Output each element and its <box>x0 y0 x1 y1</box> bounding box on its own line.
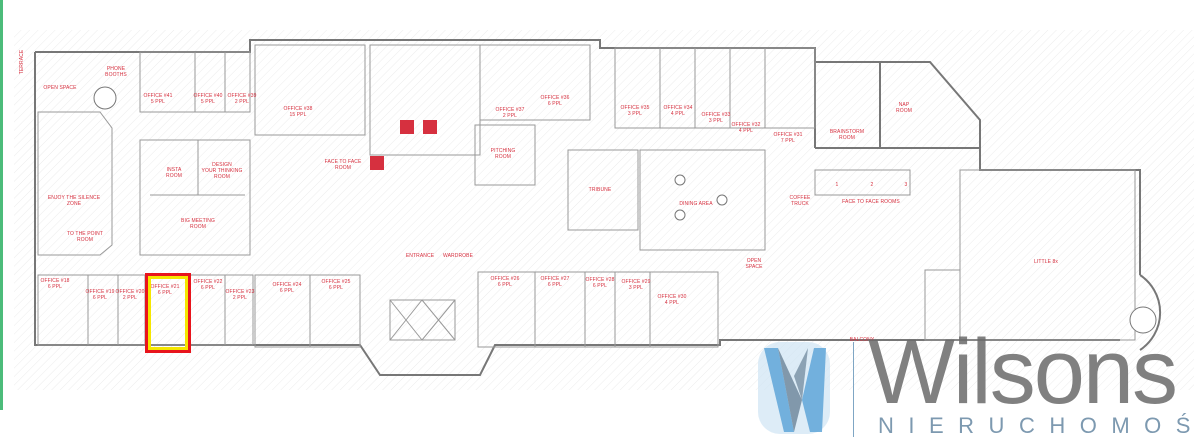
label-face-to-face-rooms: FACE TO FACE ROOMS <box>842 199 900 205</box>
page-border <box>0 0 3 410</box>
label-pitching-room: PITCHING ROOM <box>490 148 516 160</box>
label-open-space: OPEN SPACE <box>43 85 77 91</box>
label-office-41: OFFICE #41 5 PPL <box>143 93 173 105</box>
label-big-meeting: BIG MEETING ROOM <box>181 218 215 230</box>
label-office-22: OFFICE #22 6 PPL <box>193 279 223 291</box>
label-balcony: BALCONY <box>849 337 875 343</box>
label-office-39: OFFICE #39 2 PPL <box>227 93 257 105</box>
label-office-28: OFFICE #28 6 PPL <box>585 277 615 289</box>
label-insta-room: INSTA ROOM <box>166 167 182 179</box>
label-little: LITTLE 8x <box>1034 259 1058 265</box>
highlighted-office <box>145 273 191 353</box>
label-office-35: OFFICE #35 3 PPL <box>620 105 650 117</box>
label-office-24: OFFICE #24 6 PPL <box>272 282 302 294</box>
label-office-31: OFFICE #31 7 PPL <box>773 132 803 144</box>
label-office-21: OFFICE #21 6 PPL <box>150 284 180 296</box>
watermark-brand: Wilsons <box>868 321 1178 423</box>
label-f2f-1: 1 <box>835 182 839 188</box>
label-brainstorm: BRAINSTORM ROOM <box>829 129 865 141</box>
label-office-37: OFFICE #37 2 PPL <box>495 107 525 119</box>
label-office-40: OFFICE #40 5 PPL <box>193 93 223 105</box>
label-office-18: OFFICE #18 6 PPL <box>40 278 70 290</box>
label-office-20: OFFICE #20 2 PPL <box>115 289 145 301</box>
label-office-30: OFFICE #30 4 PPL <box>657 294 687 306</box>
label-tribune: TRIBUNE <box>588 187 612 193</box>
label-open-space-right: OPEN SPACE <box>745 258 763 270</box>
label-office-38: OFFICE #38 15 PPL <box>283 106 313 118</box>
label-office-32: OFFICE #32 4 PPL <box>731 122 761 134</box>
label-nap-room: NAP ROOM <box>896 102 912 114</box>
label-entrance: ENTRANCE <box>405 253 435 259</box>
label-to-the-point: TO THE POINT ROOM <box>66 231 104 243</box>
label-office-19: OFFICE #19 6 PPL <box>85 289 115 301</box>
label-f2f-3: 3 <box>904 182 908 188</box>
logo-divider <box>853 342 854 437</box>
label-design-room: DESIGN YOUR THINKING ROOM <box>201 162 243 180</box>
label-dining-area: DINING AREA <box>679 201 713 207</box>
wilsons-logo-icon <box>758 342 830 434</box>
label-terrace: TERRACE <box>19 49 25 75</box>
label-office-33: OFFICE #33 3 PPL <box>701 112 731 124</box>
label-coffee-truck: COFFEE TRUCK <box>789 195 811 207</box>
label-office-27: OFFICE #27 6 PPL <box>540 276 570 288</box>
label-wardrobe: WARDROBE <box>442 253 474 259</box>
label-f2f-2: 2 <box>870 182 874 188</box>
label-face-to-face-room: FACE TO FACE ROOM <box>324 159 362 171</box>
label-office-36: OFFICE #36 6 PPL <box>540 95 570 107</box>
label-office-34: OFFICE #34 4 PPL <box>663 105 693 117</box>
label-office-23: OFFICE #23 2 PPL <box>225 289 255 301</box>
label-office-26: OFFICE #26 6 PPL <box>490 276 520 288</box>
label-office-25: OFFICE #25 6 PPL <box>321 279 351 291</box>
watermark-subtitle: NIERUCHOMOŚCI <box>878 413 1200 438</box>
label-office-29: OFFICE #29 3 PPL <box>621 279 651 291</box>
label-silence-zone: ENJOY THE SILENCE ZONE <box>47 195 101 207</box>
label-phone-booths: PHONE BOOTHS <box>105 66 127 78</box>
